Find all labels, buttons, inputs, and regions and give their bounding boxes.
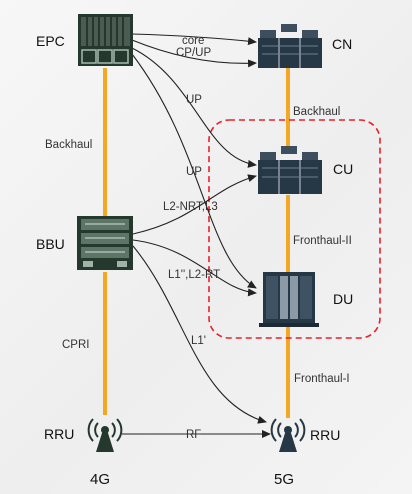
cu-label: CU <box>333 161 353 177</box>
rru-4g-antenna-icon <box>87 418 123 452</box>
bbu-label: BBU <box>36 236 65 252</box>
l1pp-l2rt-label: L1'',L2-RT <box>168 269 220 281</box>
du-device <box>259 272 319 327</box>
cp-up-arrow <box>131 39 257 68</box>
bbu-device <box>77 216 133 270</box>
column-4g-label: 4G <box>90 471 110 488</box>
l1p-label: L1' <box>191 335 206 347</box>
rru-5g-antenna-icon <box>270 418 306 452</box>
cn-device <box>258 24 322 68</box>
cpri-label: CPRI <box>62 339 89 351</box>
fronthaul-i-label: Fronthaul-I <box>294 373 350 385</box>
l1p-arrow <box>132 245 267 424</box>
rf-label: RF <box>186 429 201 441</box>
core-arrow <box>131 33 257 46</box>
l1pp-l2rt-arrow <box>132 239 257 297</box>
du-label: DU <box>333 291 353 307</box>
up-label-1: UP <box>186 94 202 106</box>
backhaul-4g-label: Backhaul <box>45 139 92 151</box>
rru-4g-label: RRU <box>44 426 74 442</box>
cu-du-split-box <box>208 119 381 339</box>
backhaul-5g-label: Backhaul <box>293 106 340 118</box>
l2nrt-l3-arrow <box>132 174 257 235</box>
up-arrow-1 <box>131 47 257 168</box>
epc-label: EPC <box>36 33 65 49</box>
rru-5g-label: RRU <box>310 427 340 443</box>
column-5g-label: 5G <box>274 471 294 488</box>
cp-up-label: CP/UP <box>176 47 211 59</box>
fronthaul-ii-label: Fronthaul-II <box>293 235 352 247</box>
up-arrow-2 <box>131 53 257 289</box>
core-label: core <box>182 35 204 47</box>
epc-device <box>78 14 133 66</box>
l2nrt-l3-label: L2-NRT,L3 <box>163 201 218 213</box>
cn-label: CN <box>332 36 352 52</box>
up-label-2: UP <box>186 166 202 178</box>
cu-device <box>258 146 322 194</box>
